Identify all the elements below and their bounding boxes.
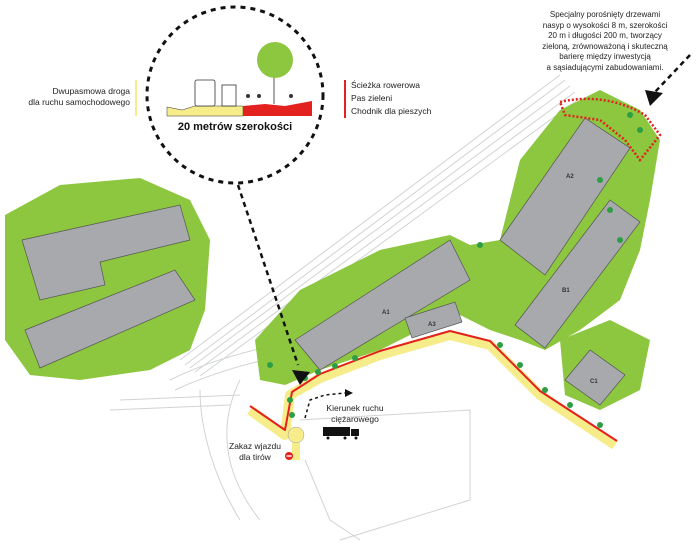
svg-text:A3: A3 (428, 322, 436, 328)
building-B1 (514, 199, 641, 349)
arrow-icon (645, 90, 663, 106)
note-line: zieloną, zrównoważoną i skuteczną (542, 41, 668, 51)
label-line: Zakaz wjazdu (229, 441, 281, 451)
truck-icon (323, 427, 359, 440)
svg-text:A2: A2 (566, 174, 574, 180)
road-color-key (135, 80, 137, 116)
building-A1 (294, 239, 471, 371)
legend-item: Pas zieleni (351, 93, 393, 103)
label-line: Kierunek ruchu (326, 403, 384, 413)
svg-text:C1: C1 (590, 379, 598, 385)
building-C1 (564, 349, 626, 406)
roundabout (287, 426, 305, 444)
label-line: ciężarowego (331, 414, 379, 424)
embankment-note: Specjalny porośnięty drzewami nasyp o wy… (515, 10, 695, 73)
pointer-arrows (236, 54, 691, 419)
legend-item: Chodnik dla pieszych (351, 106, 432, 116)
legend-line: Dwupasmowa droga (52, 86, 130, 96)
arrow-icon (345, 389, 353, 397)
truck-icon (194, 79, 237, 107)
buildings (21, 117, 641, 406)
tree-icon (257, 42, 293, 104)
no-entry-icon (285, 452, 293, 460)
trees (267, 112, 643, 428)
building-west-1 (21, 204, 191, 301)
note-line: a sąsiadującymi zabudowaniami. (546, 62, 664, 72)
bikepath-color-key (344, 80, 346, 118)
cyclists-icon (246, 94, 293, 98)
no-entry-label: Zakaz wjazdu dla tirów (220, 441, 290, 463)
note-line: barierę między inwestycją (559, 52, 651, 61)
building-west-2 (24, 269, 196, 369)
building-labels: A1 A2 A3 B1 C1 (382, 174, 598, 385)
svg-text:A1: A1 (382, 310, 390, 316)
svg-text:B1: B1 (562, 288, 570, 294)
road-legend: Dwupasmowa droga dla ruchu samochodowego (20, 86, 130, 108)
truck-direction-label: Kierunek ruchu ciężarowego (310, 403, 400, 425)
note-line: 20 m i długości 200 m, tworzący (548, 31, 662, 40)
note-line: Specjalny porośnięty drzewami (549, 10, 661, 19)
label-line: dla tirów (239, 452, 271, 462)
legend-line: dla ruchu samochodowego (28, 97, 130, 107)
path-legend: Ścieżka rowerowa Pas zieleni Chodnik dla… (351, 80, 461, 117)
main-road (247, 330, 618, 460)
legend-item: Ścieżka rowerowa (351, 80, 420, 90)
note-line: nasyp o wysokości 8 m, szerokości (542, 20, 668, 30)
width-caption: 20 metrów szerokości (178, 121, 292, 133)
cross-section-inset (145, 5, 325, 185)
arrow-icon (292, 370, 310, 385)
building-A3 (404, 301, 463, 339)
